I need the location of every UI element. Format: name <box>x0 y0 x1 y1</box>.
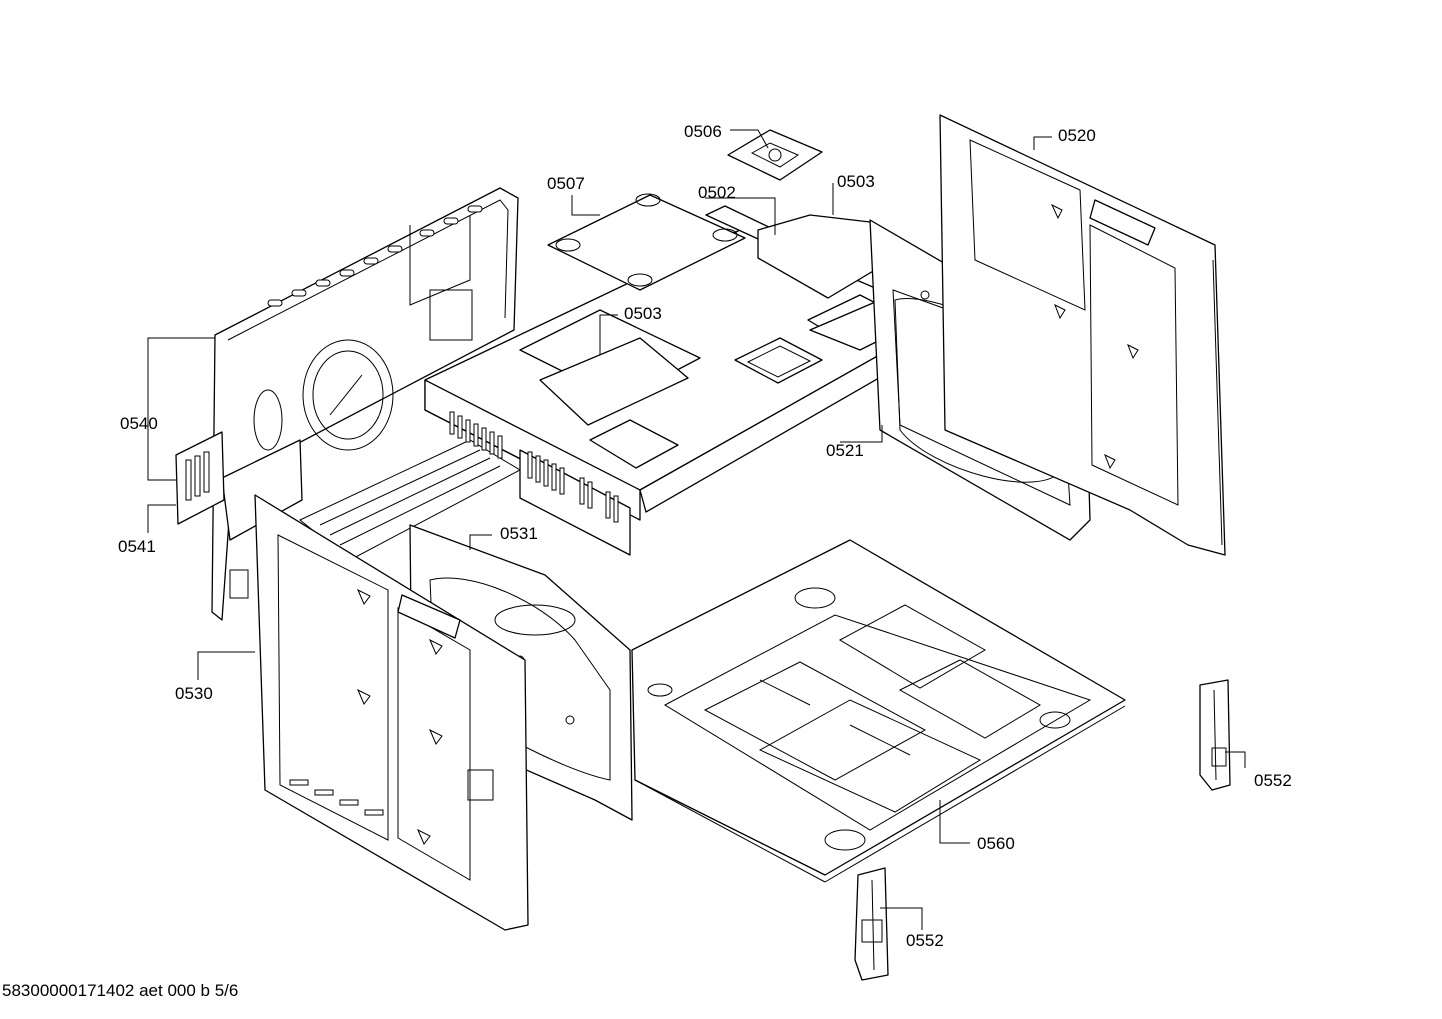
part-0506-bracket <box>727 129 823 181</box>
leader-lines <box>147 129 1246 930</box>
part-0552-bracket-bottom <box>854 867 889 981</box>
callout-0530: 0530 <box>175 684 213 703</box>
callout-0520: 0520 <box>1058 126 1096 145</box>
leader-0506 <box>730 129 769 149</box>
leader-0502 <box>705 197 776 235</box>
callout-0503-mid: 0503 <box>624 304 662 323</box>
callout-0506: 0506 <box>684 122 722 141</box>
leader-0507 <box>571 195 600 216</box>
part-0503-middle-plate <box>539 337 689 426</box>
part-0560-bottom-tray <box>631 539 1126 883</box>
callout-0541: 0541 <box>118 537 156 556</box>
leader-0540-b <box>147 408 176 481</box>
leader-0530 <box>197 651 255 680</box>
leader-0552-right <box>1225 751 1246 768</box>
part-cavity-vents <box>449 411 619 523</box>
callout-0560: 0560 <box>977 834 1015 853</box>
callout-0521: 0521 <box>826 441 864 460</box>
leader-0520 <box>1033 136 1052 150</box>
callout-0552-right: 0552 <box>1254 771 1292 790</box>
part-0520-back-panel <box>939 114 1226 556</box>
leader-0552-bottom <box>880 907 923 930</box>
callout-0502: 0502 <box>698 183 736 202</box>
callout-0531: 0531 <box>500 524 538 543</box>
part-0507-insulation-plate <box>547 193 746 291</box>
leader-0560 <box>939 800 970 844</box>
callout-0507: 0507 <box>547 174 585 193</box>
callout-0540: 0540 <box>120 414 158 433</box>
part-0540-slots <box>267 205 483 307</box>
leader-0521 <box>840 425 883 443</box>
part-0552-bracket-right <box>1199 679 1231 791</box>
leader-0540 <box>147 337 215 408</box>
callout-0503-top: 0503 <box>837 172 875 191</box>
callout-0552-bottom: 0552 <box>906 931 944 950</box>
leader-0503-mid <box>599 314 618 355</box>
part-0541-vent-plate <box>175 431 225 525</box>
leader-0541 <box>147 504 176 533</box>
callout-labels: 0506 0507 0502 0503 0503 0520 0521 0540 … <box>118 122 1292 950</box>
leader-0531 <box>469 534 492 550</box>
part-0530-front-side-panel <box>254 494 529 931</box>
part-0540-side-panel <box>211 187 519 621</box>
drawing-reference: 58300000171402 aet 000 b 5/6 <box>2 981 239 1000</box>
